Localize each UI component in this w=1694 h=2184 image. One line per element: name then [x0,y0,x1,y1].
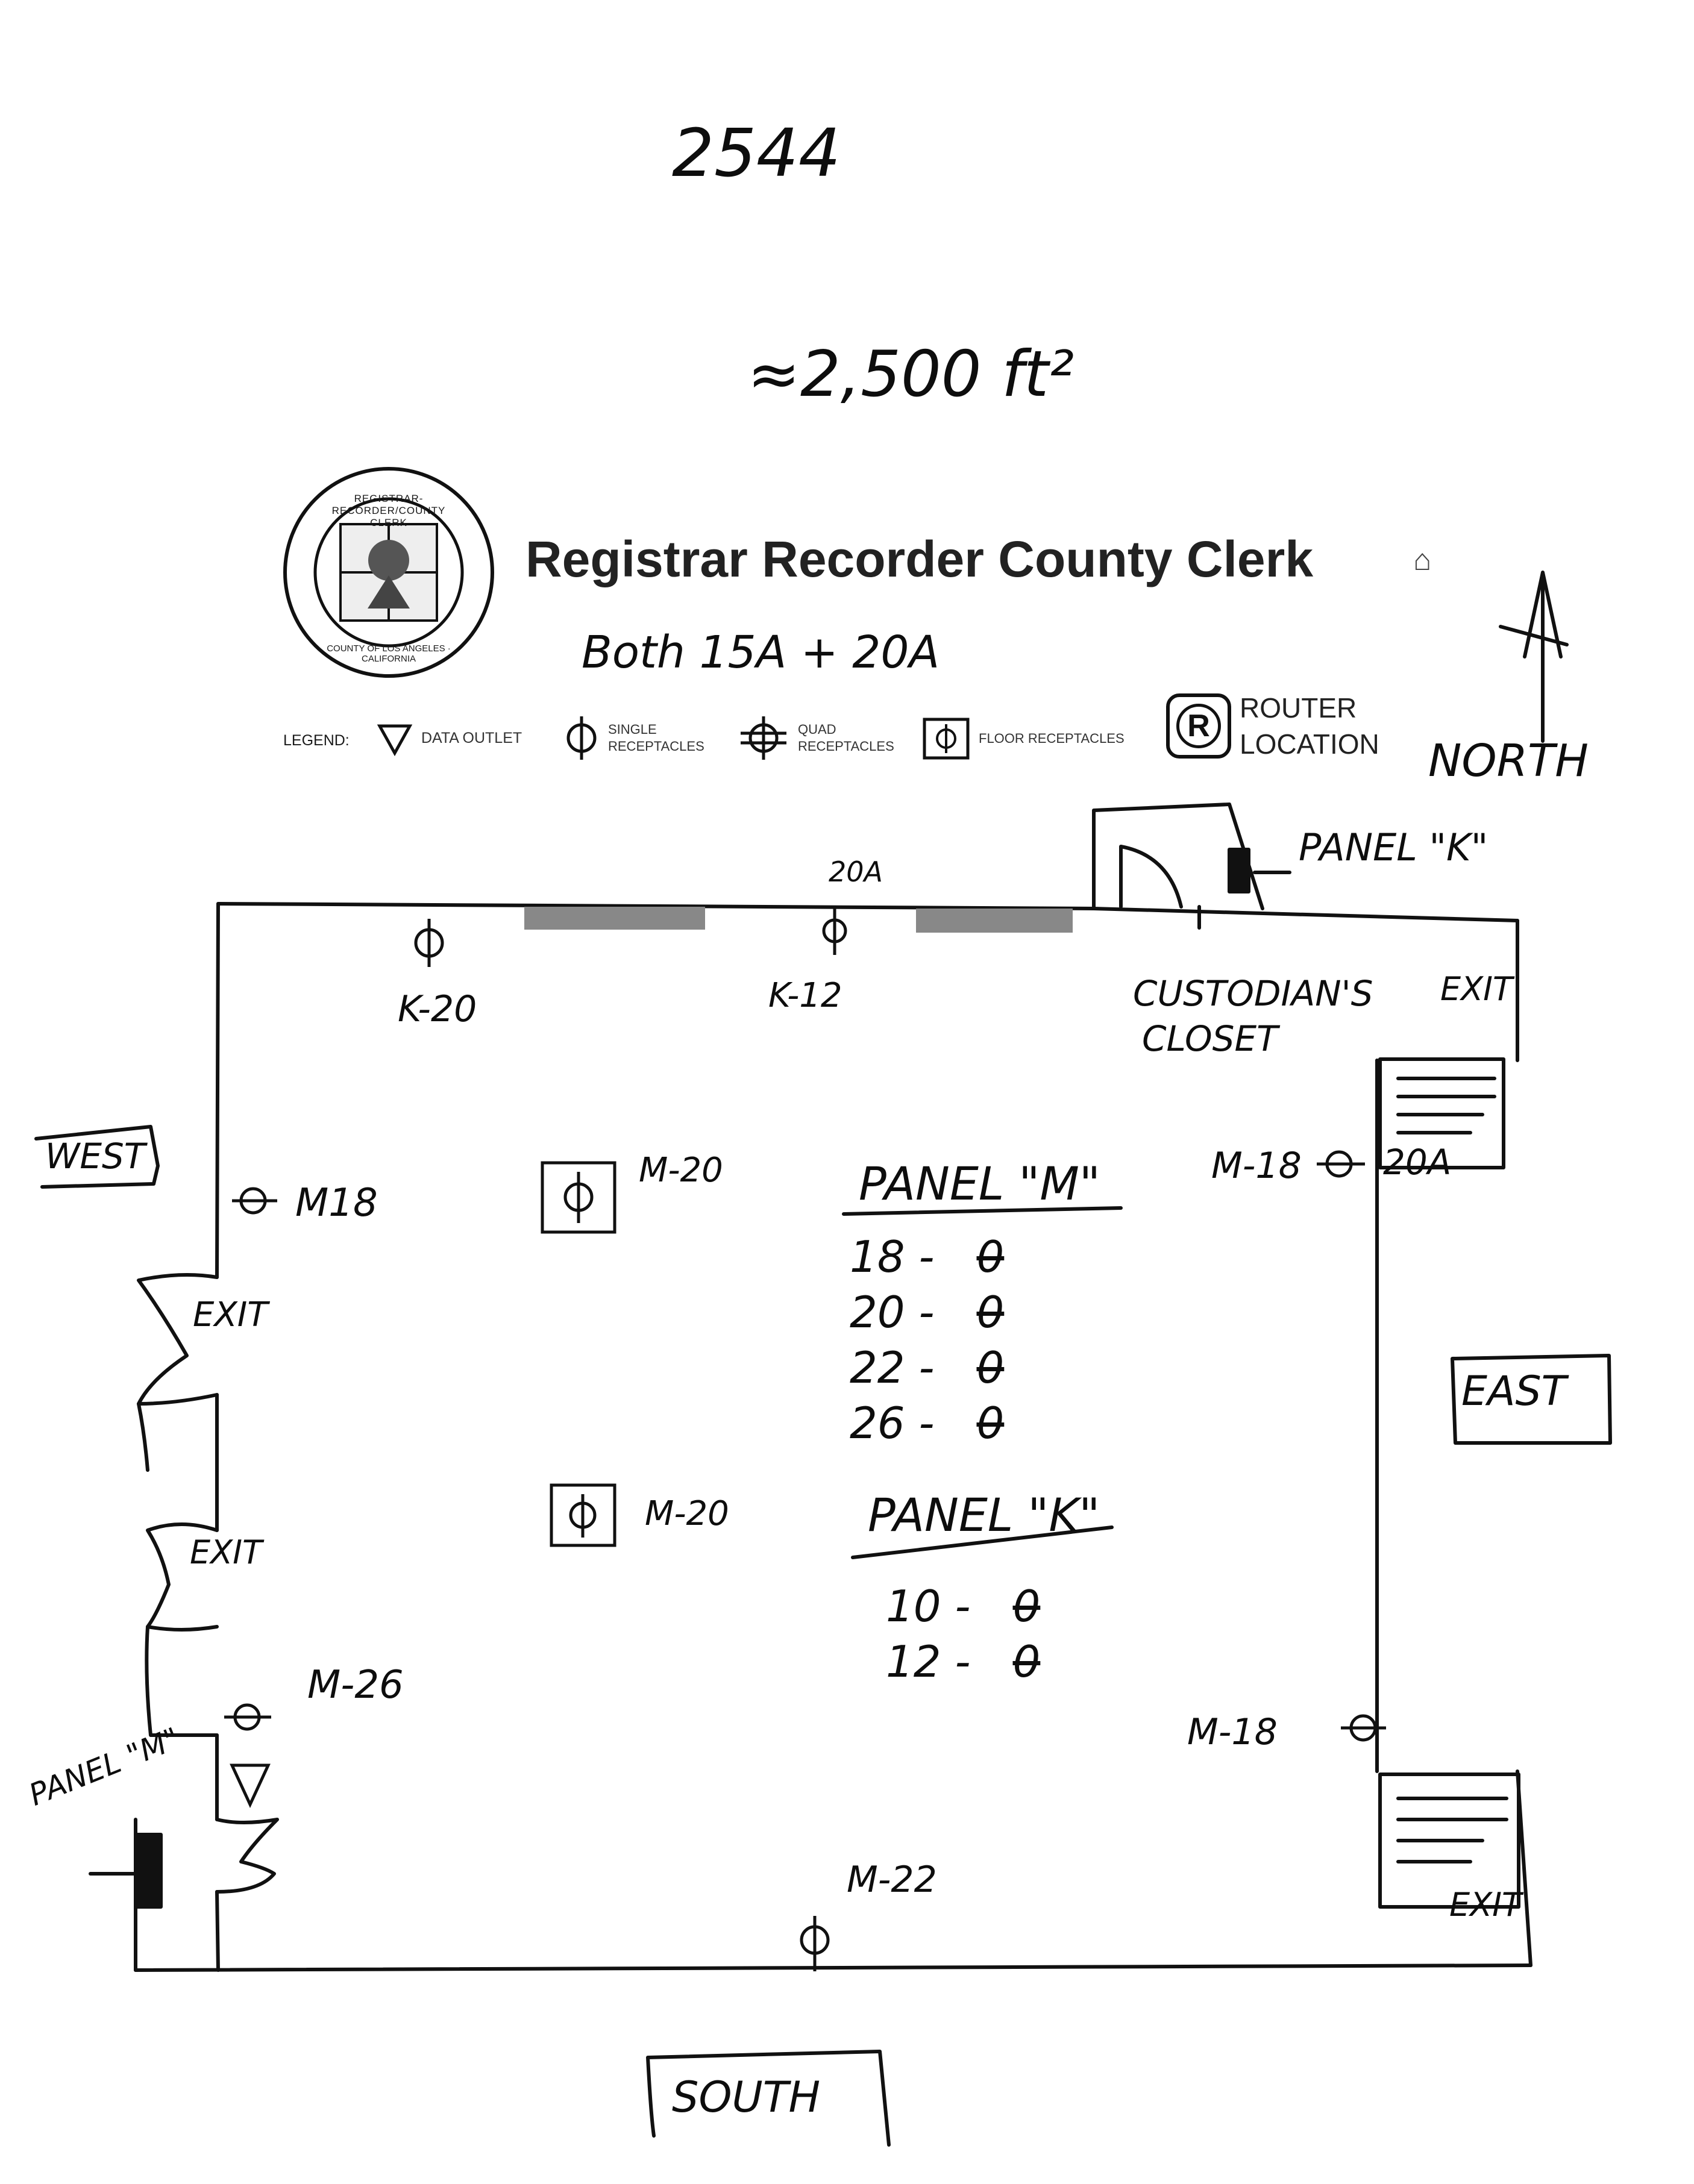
m18-east-amp-label: 20A [1383,1142,1452,1183]
legend-data-outlet-text: DATA OUTLET [421,730,522,746]
k20-label: K-20 [398,988,477,1030]
exit-ne-label: EXIT [1440,970,1513,1008]
area-note: ≈2,500 ft² [747,337,1074,411]
k12-amp-label: 20A [829,856,883,888]
seal-bottom-text: COUNTY OF LOS ANGELES · CALIFORNIA [327,643,451,664]
m20-mid-label: M-20 [645,1494,729,1533]
legend-quad-receptacles-text: QUAD RECEPTACLES [798,722,894,754]
panel-m-title: PANEL "M" [859,1157,1100,1210]
legend-quad-receptacles: QUAD RECEPTACLES [738,714,894,762]
circuits-note: Both 15A + 20A [582,627,940,678]
m18-west-label: M18 [295,1181,378,1225]
north-window-1 [524,907,705,930]
closet-label: CLOSET [1142,1018,1278,1059]
south-label-box [646,2050,891,2147]
panel-m-row: 20 -0 [850,1287,1005,1338]
south-label: SOUTH [672,2073,821,2122]
m18-east-receptacle-icon [1317,1150,1365,1178]
legend-router-text: ROUTER LOCATION [1240,692,1379,760]
m26-receptacle-icon [224,1703,271,1731]
quad-receptacle-icon [741,716,786,760]
panel-k-row: 10 -0 [886,1581,1041,1632]
single-receptacle-icon [566,716,597,760]
north-label: NORTH [1428,735,1589,787]
north-wall [216,902,1519,922]
m20-top-label: M-20 [639,1151,723,1190]
m22-label: M-22 [847,1859,937,1901]
m18-east-label: M-18 [1211,1145,1302,1187]
k12-receptacle-icon [822,907,847,955]
custodian-label: CUSTODIAN'S [1133,973,1373,1014]
legend-single-receptacles: SINGLE RECEPTACLES [563,714,704,762]
panel-m-box [134,1833,163,1909]
panel-k-top-label: PANEL "K" [1299,825,1489,869]
west-label: WEST [45,1136,146,1177]
m18-se-label: M-18 [1187,1711,1278,1753]
west-label-box [34,1125,160,1189]
south-wall [134,1963,1532,1972]
m22-receptacle-icon [800,1916,830,1971]
west-exit-door-1 [137,1273,219,1406]
panel-k-circuit-list: 10 -0 12 -0 [886,1579,1040,1689]
m18-se-receptacle-icon [1341,1714,1386,1742]
west-exit-door-2 [146,1522,219,1632]
router-icon: R [1166,693,1231,759]
sw-exit-door [215,1818,279,1894]
panel-m-circuit-list: 18 -0 20 -0 22 -0 26 -0 [850,1229,1004,1451]
m20-top-floor-receptacle-icon [541,1161,616,1234]
east-label-box [1451,1354,1612,1445]
se-exit-door [1378,1773,1520,1909]
floor-receptacle-icon [923,718,970,760]
panel-m-row: 22 -0 [850,1342,1005,1393]
panel-m-row: 26 -0 [850,1398,1005,1448]
panel-k-row: 12 -0 [886,1636,1041,1687]
exit-west-1-label: EXIT [193,1295,268,1334]
k12-label: K-12 [768,976,842,1015]
legend-floor-receptacles-text: FLOOR RECEPTACLES [979,731,1125,746]
north-arrow-icon [1499,571,1569,743]
north-window-2 [916,909,1073,933]
router-glyph: R [1187,709,1210,743]
east-label: EAST [1461,1368,1567,1415]
document-number: 2544 [672,114,841,192]
seal-top-text: REGISTRAR-RECORDER/COUNTY CLERK [331,493,446,528]
org-title: Registrar Recorder County Clerk [525,531,1314,587]
panel-m-row: 18 -0 [850,1231,1005,1282]
exit-se-label: EXIT [1449,1886,1522,1924]
data-outlet-icon [230,1763,271,1808]
panel-k-box [1228,848,1250,893]
legend-single-receptacles-text: SINGLE RECEPTACLES [608,722,704,754]
exit-west-2-label: EXIT [190,1533,263,1571]
home-icon: ⌂ [1413,543,1432,577]
ne-exit-door [1378,1057,1505,1169]
legend-label: LEGEND: [283,732,350,749]
m18-west-receptacle-icon [232,1187,277,1215]
m20-mid-floor-receptacle-icon [550,1483,616,1547]
m26-label: M-26 [307,1663,404,1707]
data-outlet-triangle-icon [377,724,413,756]
legend-router: R ROUTER LOCATION [1166,690,1379,762]
panel-k-title: PANEL "K" [868,1488,1100,1542]
county-seal-logo [283,467,494,678]
west-wall [215,902,220,1972]
k20-receptacle-icon [414,919,444,967]
legend-data-outlet: DATA OUTLET [377,720,522,756]
legend-floor-receptacles: FLOOR RECEPTACLES [922,717,1125,760]
